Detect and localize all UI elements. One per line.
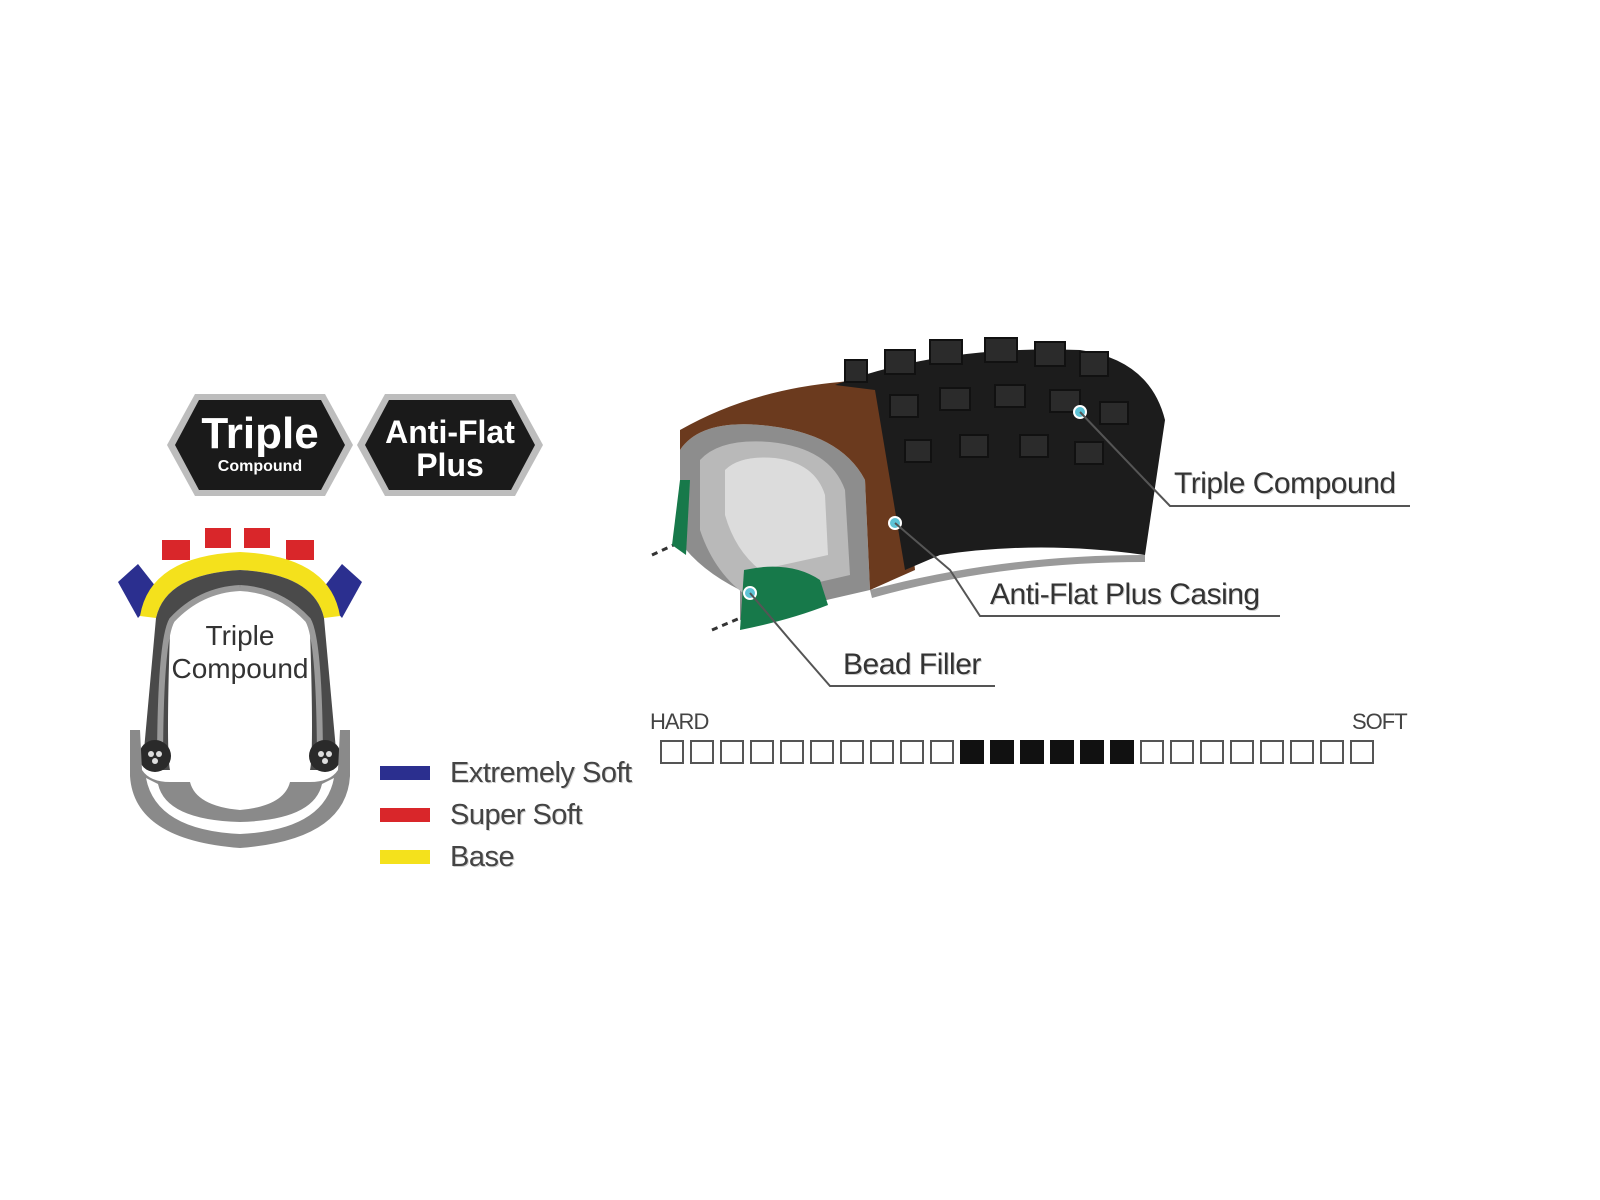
badge-triple-subtitle: Compound: [218, 458, 302, 475]
callout-bead-filler: Bead Filler: [843, 648, 981, 681]
scale-cell: [1350, 740, 1374, 764]
bead-left: [139, 740, 171, 772]
scale-cell: [690, 740, 714, 764]
legend-item: Extremely Soft: [380, 752, 632, 794]
knob-2: [205, 528, 231, 548]
legend-item: Super Soft: [380, 794, 632, 836]
legend-label: Super Soft: [450, 798, 583, 831]
legend-swatch-base: [380, 850, 430, 864]
knob-4: [286, 540, 314, 560]
triple-compound-badge: Triple Compound: [167, 394, 353, 496]
tread-knobs: [844, 337, 1129, 465]
scale-cell: [810, 740, 834, 764]
knob-3: [244, 528, 270, 548]
badge-triple-title: Triple: [201, 409, 318, 458]
scale-soft-label: SOFT: [1352, 709, 1408, 734]
legend-swatch-extremely-soft: [380, 766, 430, 780]
scale-cell: [780, 740, 804, 764]
badge-antiflat-line2: Plus: [416, 447, 484, 483]
callout-casing: Anti-Flat Plus Casing: [990, 578, 1260, 611]
leader-bead-filler: [749, 592, 995, 687]
legend-item: Base: [380, 836, 632, 878]
scale-cell: [1050, 740, 1074, 764]
scale-cell: [1110, 740, 1134, 764]
legend-label: Extremely Soft: [450, 756, 632, 789]
base-layer: [140, 552, 340, 618]
cross-section-label-line2: Compound: [172, 653, 309, 684]
bead-right: [309, 740, 341, 772]
scale-cell: [1170, 740, 1194, 764]
scale-cell: [1260, 740, 1284, 764]
callout-triple-compound: Triple Compound: [1174, 467, 1396, 500]
scale-cell: [960, 740, 984, 764]
leader-triple-compound: [1079, 411, 1410, 507]
scale-cell: [1140, 740, 1164, 764]
scale-cell: [900, 740, 924, 764]
scale-cell: [990, 740, 1014, 764]
cross-section-label-line1: Triple: [206, 620, 275, 651]
tire-cutaway: [651, 337, 1410, 687]
scale-cell: [1020, 740, 1044, 764]
scale-cell: [840, 740, 864, 764]
scale-cell: [1230, 740, 1254, 764]
legend-swatch-super-soft: [380, 808, 430, 822]
knob-outer-left: [118, 564, 160, 618]
scale-cell: [930, 740, 954, 764]
compound-legend: Extremely Soft Super Soft Base: [380, 752, 632, 878]
badge-antiflat-line1: Anti-Flat: [385, 414, 515, 450]
legend-label: Base: [450, 840, 515, 873]
scale-cell: [720, 740, 744, 764]
scale-cell: [750, 740, 774, 764]
scale-cell: [870, 740, 894, 764]
knob-outer-right: [320, 564, 362, 618]
scale-cell: [1290, 740, 1314, 764]
knob-1: [162, 540, 190, 560]
anti-flat-plus-badge: Anti-Flat Plus: [357, 394, 543, 496]
tire-cross-section: Triple Compound: [118, 528, 362, 848]
hardness-scale: [660, 740, 1374, 764]
scale-cell: [1080, 740, 1104, 764]
bead-filler: [672, 480, 690, 555]
leader-casing: [894, 522, 1280, 617]
scale-cell: [660, 740, 684, 764]
casing-layer: [680, 375, 915, 590]
scale-cell: [1320, 740, 1344, 764]
scale-hard-label: HARD: [650, 709, 709, 734]
scale-cell: [1200, 740, 1224, 764]
